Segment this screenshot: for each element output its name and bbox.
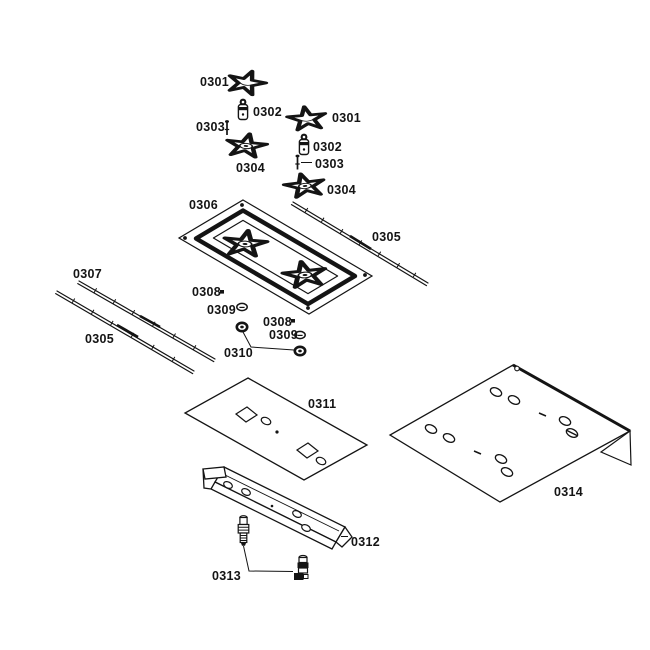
leader-line-0310	[242, 331, 295, 351]
part-label-0305-right: 0305	[372, 230, 401, 244]
part-label-0308-a: 0308	[192, 285, 221, 299]
part-label-0309-a: 0309	[207, 303, 236, 317]
part-label-0311: 0311	[308, 397, 336, 411]
part-label-0313: 0313	[212, 569, 241, 583]
part-label-0308-b: 0308	[263, 315, 292, 329]
trim-rail-0307	[77, 280, 216, 363]
fastener-0308-a	[220, 290, 224, 294]
part-label-0304-b: 0304	[327, 183, 356, 197]
part-label-0304-a: 0304	[236, 161, 265, 175]
burner-cap-0301-a	[223, 68, 270, 97]
part-label-0303-b: 0303	[315, 157, 344, 171]
part-label-0310: 0310	[224, 346, 253, 360]
part-label-0307: 0307	[73, 267, 102, 281]
mounting-bracket-0312	[202, 466, 353, 550]
gas-jet-0302-a	[236, 96, 250, 122]
burner-head-0304-a	[223, 132, 269, 158]
washer-0309-a	[236, 302, 248, 312]
part-label-0302-b: 0302	[313, 140, 342, 154]
leader-line-0313	[243, 545, 294, 572]
elbow-fitting-0313	[294, 554, 309, 580]
burner-head-0304-b	[281, 171, 328, 198]
screw-0313	[237, 515, 250, 546]
part-label-0314: 0314	[554, 485, 583, 499]
part-label-0312: 0312	[351, 535, 380, 549]
screw-pin-0303-b	[294, 153, 301, 171]
grommet-0310-b	[293, 345, 307, 357]
burner-cap-0301-b	[285, 105, 328, 131]
part-label-0309-b: 0309	[269, 328, 298, 342]
grommet-0310-a	[235, 321, 249, 333]
trim-rail-0305-left	[55, 290, 195, 375]
fastener-0308-b	[291, 319, 295, 323]
part-label-0301-b: 0301	[332, 111, 361, 125]
part-label-0306: 0306	[189, 198, 218, 212]
part-label-0305-left: 0305	[85, 332, 114, 346]
part-label-0303-a: 0303	[196, 120, 225, 134]
insulation-panel-0311	[183, 377, 369, 481]
cooktop-frame-0306	[177, 199, 374, 315]
base-panel-0314	[388, 363, 632, 503]
part-label-0301-a: 0301	[200, 75, 229, 89]
trim-rail-0305-right	[290, 201, 429, 287]
gas-jet-0302-b	[297, 132, 311, 157]
screw-pin-0303-a	[223, 119, 231, 136]
part-label-0302-a: 0302	[253, 105, 282, 119]
